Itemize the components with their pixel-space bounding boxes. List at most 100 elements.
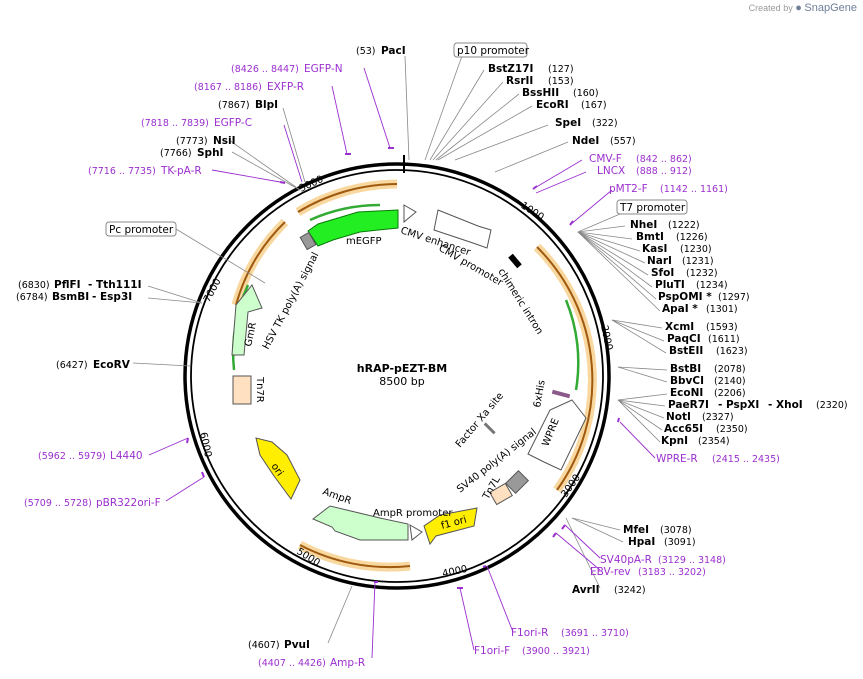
- apai-label: ApaI *: [662, 303, 698, 315]
- f1ori-f-label: F1ori-F: [474, 645, 510, 657]
- amp-r-label: Amp-R: [330, 657, 365, 669]
- pc-promoter-label: Pc promoter: [109, 224, 174, 236]
- paci-pos: (53): [356, 46, 376, 57]
- backbone-outer: [183, 162, 611, 590]
- factor-xa-label: Factor Xa site: [454, 391, 506, 450]
- nhei-label: NheI: [630, 219, 657, 231]
- bbvci-pos: (2140): [714, 376, 746, 387]
- sphi-label: SphI: [197, 147, 223, 159]
- bmti-label: BmtI: [636, 231, 664, 243]
- gmr-feature: [231, 284, 263, 356]
- bstz17i-label: BstZ17I: [488, 63, 533, 75]
- backbone-inner: [190, 169, 604, 583]
- nari-label: NarI: [647, 255, 672, 267]
- paer7i-pos: (2320): [816, 400, 848, 411]
- paqci-pos: (1611): [708, 334, 740, 345]
- cmv-f-label: CMV-F: [589, 153, 622, 165]
- his-tag-label: 6xHis: [532, 379, 548, 408]
- credit-prefix: Created by: [748, 3, 793, 13]
- kpni-pos: (2354): [698, 436, 730, 447]
- cmv-f-pos: (842 .. 862): [636, 154, 692, 165]
- apai-pos: (1301): [706, 304, 738, 315]
- chimeric-intron-feature: [508, 253, 522, 269]
- tick-6000: 6000: [197, 431, 213, 458]
- orf-arc-bottom: [297, 541, 411, 572]
- pflfi-label: PflFI: [54, 279, 81, 291]
- pbr322ori-f-label: pBR322ori-F: [96, 497, 161, 509]
- rsrii-pos: (153): [548, 76, 574, 87]
- acc65i-pos: (2350): [716, 424, 748, 435]
- gmr-label: GmR: [243, 321, 259, 347]
- bsmbi-label: BsmBI: [52, 291, 89, 303]
- megfp-feature: [307, 209, 399, 247]
- tick-2000: 2000: [598, 324, 614, 351]
- sv40-feature: [504, 469, 530, 495]
- bsteii-pos: (1623): [716, 346, 748, 357]
- wpre-feature: [527, 399, 587, 471]
- bstbi-label: BstBI: [670, 363, 701, 375]
- pspxi-label: - PspXI: [718, 399, 759, 411]
- cmv-enhancer-feature: [433, 209, 492, 249]
- bmti-pos: (1226): [676, 232, 708, 243]
- megfp-label: mEGFP: [346, 236, 382, 247]
- pbr322ori-f-pos: (5709 .. 5728): [24, 498, 92, 509]
- mfei-pos: (3078): [660, 525, 692, 536]
- mfei-label: MfeI: [623, 524, 649, 536]
- egfp-n-label: EGFP-N: [304, 63, 343, 75]
- xcmi-pos: (1593): [706, 322, 738, 333]
- snapgene-logo-icon: ●: [795, 2, 802, 14]
- plasmid-size: 8500 bp: [379, 375, 424, 388]
- pvui-label: PvuI: [284, 639, 310, 651]
- bsshii-label: BssHII: [522, 87, 559, 99]
- esp3i-label: - Esp3I: [92, 291, 132, 303]
- bsshii-pos: (160): [573, 88, 599, 99]
- f1ori-r-label: F1ori-R: [511, 627, 548, 639]
- kasi-pos: (1230): [680, 244, 712, 255]
- ebv-rev-pos: (3183 .. 3202): [638, 567, 706, 578]
- econi-pos: (2206): [714, 388, 746, 399]
- avrii-label: AvrII: [572, 584, 600, 596]
- tth111i-label: - Tth111I: [88, 279, 142, 291]
- orf-arc-right: [533, 243, 597, 493]
- l4440-pos: (5962 .. 5979): [38, 451, 106, 462]
- t7-box: [616, 199, 688, 215]
- tick-7000: 7000: [202, 277, 224, 305]
- kpni-label: KpnI: [661, 435, 688, 447]
- sfoi-label: SfoI: [651, 267, 674, 279]
- tick-8000: 3000: [298, 174, 326, 195]
- spei-label: SpeI: [555, 117, 581, 129]
- pmt2-f-pos: (1142 .. 1161): [660, 184, 728, 195]
- sphi-pos: (7766): [160, 148, 192, 159]
- spei-pos: (322): [592, 118, 618, 129]
- ndei-label: NdeI: [572, 135, 599, 147]
- lncx-label: LNCX: [597, 165, 625, 177]
- f1ori-r-pos: (3691 .. 3710): [561, 628, 629, 639]
- nari-pos: (1231): [682, 256, 714, 267]
- ebv-rev-label: EBV-rev: [590, 566, 631, 578]
- tn7r-label: Tn7R: [254, 376, 265, 403]
- credit-brand: SnapGene: [804, 2, 857, 14]
- noti-label: NotI: [666, 411, 691, 423]
- econi-label: EcoNI: [670, 387, 703, 399]
- bsmbi-pos: (6784): [16, 292, 48, 303]
- bstz17i-pos: (127): [548, 64, 574, 75]
- kasi-label: KasI: [642, 243, 667, 255]
- tk-pa-r-label: TK-pA-R: [160, 165, 202, 177]
- paqci-label: PaqCI: [667, 333, 701, 345]
- ecorv-label: EcoRV: [93, 359, 131, 371]
- orf-arc-green-right: [564, 299, 580, 391]
- tick-4000: 4000: [441, 564, 468, 580]
- ndei-pos: (557): [610, 136, 636, 147]
- pc-box: [105, 221, 177, 237]
- pflfi-pos: (6830): [18, 280, 50, 291]
- paer7i-label: PaeR7I: [668, 399, 709, 411]
- paci-label: PacI: [381, 45, 406, 57]
- tk-pa-r-pos: (7716 .. 7735): [88, 166, 156, 177]
- ecori-pos: (167): [581, 100, 607, 111]
- noti-pos: (2327): [702, 412, 734, 423]
- sv40pa-r-pos: (3129 .. 3148): [658, 555, 726, 566]
- ecori-label: EcoRI: [536, 99, 569, 111]
- factor-xa-feature: [483, 422, 496, 435]
- pmt2-f-label: pMT2-F: [609, 183, 648, 195]
